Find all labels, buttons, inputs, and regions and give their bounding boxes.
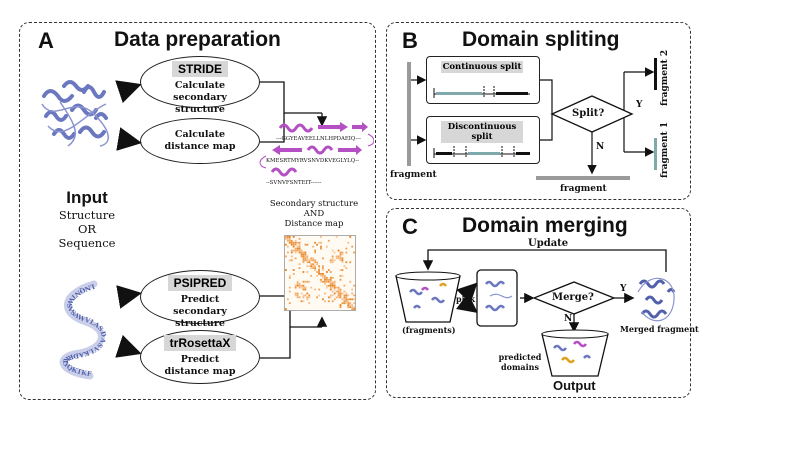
secondary-structure-strip: ---GGYEAVEELLNLHPDAEIQ--- KMESRTMYRVSNVD… <box>259 122 374 186</box>
pick-label: pick <box>456 294 476 304</box>
output-caption-line2: AND <box>303 209 325 219</box>
panel-c <box>386 208 691 398</box>
distance-description: Calculate distance map <box>164 129 236 152</box>
output-bucket <box>541 333 609 377</box>
fragments-bucket <box>395 275 461 323</box>
continuous-split-box: Continuous split <box>426 56 540 104</box>
output-caption-line3: Distance map <box>284 219 344 229</box>
input-fragment-bar <box>407 62 411 166</box>
panel-b-title: Domain spliting <box>462 28 620 51</box>
panel-b <box>386 22 691 200</box>
input-block: Input Structure OR Sequence <box>42 188 132 250</box>
update-label: Update <box>528 238 569 249</box>
trrosetta-tool-label: trRosettaX <box>163 335 237 351</box>
seq-row-3: --SVNVFSNTEIT------ <box>266 180 322 186</box>
input-line-or: OR <box>77 222 97 236</box>
psipred-description: Predict secondary structure <box>173 294 227 329</box>
discontinuous-split-label: Discontinuous split <box>441 121 523 143</box>
continuous-split-label: Continuous split <box>441 61 523 73</box>
fragments-label: (fragments) <box>402 325 456 335</box>
stride-tool-label: STRIDE <box>171 61 228 77</box>
split-decision-label: Split? <box>572 108 605 119</box>
stride-description: Calculate secondary structure <box>173 80 227 115</box>
split-yes-label: Y <box>636 100 643 110</box>
discontinuous-split-box: Discontinuous split <box>426 116 540 164</box>
output-caption: Secondary structure AND Distance map <box>264 199 364 229</box>
picked-fragments-box <box>476 269 518 327</box>
bottom-fragment-bar <box>536 176 630 180</box>
trrosetta-oval: trRosettaX Predict distance map <box>140 330 260 384</box>
merge-decision-diamond <box>532 281 616 315</box>
panel-c-title: Domain merging <box>462 214 628 237</box>
input-line-structure: Structure <box>58 208 116 222</box>
distance-oval: Calculate distance map <box>140 118 260 164</box>
merge-yes-label: Y <box>620 284 627 294</box>
psipred-tool-label: PSIPRED <box>167 275 233 291</box>
output-caption-line1: Secondary structure <box>269 199 359 209</box>
panel-b-letter: B <box>402 28 418 53</box>
panel-c-letter: C <box>402 214 418 239</box>
heatmap-cells <box>285 236 356 310</box>
fragment-left-label: fragment <box>390 170 437 180</box>
psipred-oval: PSIPRED Predict secondary structure <box>140 270 260 329</box>
split-no-label: N <box>596 142 605 152</box>
input-line-sequence: Sequence <box>58 236 116 250</box>
merged-fragment-label: Merged fragment <box>620 324 699 334</box>
predicted-domains-text: predicted domains <box>498 352 542 372</box>
fragment-bottom-label: fragment <box>560 184 607 194</box>
panel-a-title: Data preparation <box>114 28 281 51</box>
merge-no-label: N <box>564 314 573 324</box>
merge-decision-label: Merge? <box>552 292 594 303</box>
distance-map-heatmap <box>284 235 356 311</box>
predicted-domains-label: predicted domains <box>498 352 542 372</box>
seq-row-2: KMESRTMYRVSNVDKVEGLYLQ-- <box>266 158 359 164</box>
fragment-1-bar <box>654 138 657 170</box>
sequence-helix-image: LNQNTWSVSAWVLASDASVLKADRKLYQKTKFIPDNL <box>50 280 108 380</box>
protein-structure-image <box>41 80 109 147</box>
trrosetta-description: Predict distance map <box>164 354 236 377</box>
panel-a-letter: A <box>38 28 54 53</box>
merged-fragment-image <box>638 279 676 319</box>
input-title: Input <box>66 188 108 207</box>
output-label: Output <box>553 378 596 393</box>
split-decision-diamond <box>550 95 634 133</box>
panel-a <box>19 22 376 400</box>
seq-row-1: ---GGYEAVEELLNLHPDAEIQ--- <box>276 136 361 142</box>
fragment-2-bar <box>654 58 657 90</box>
stride-oval: STRIDE Calculate secondary structure <box>140 56 260 115</box>
